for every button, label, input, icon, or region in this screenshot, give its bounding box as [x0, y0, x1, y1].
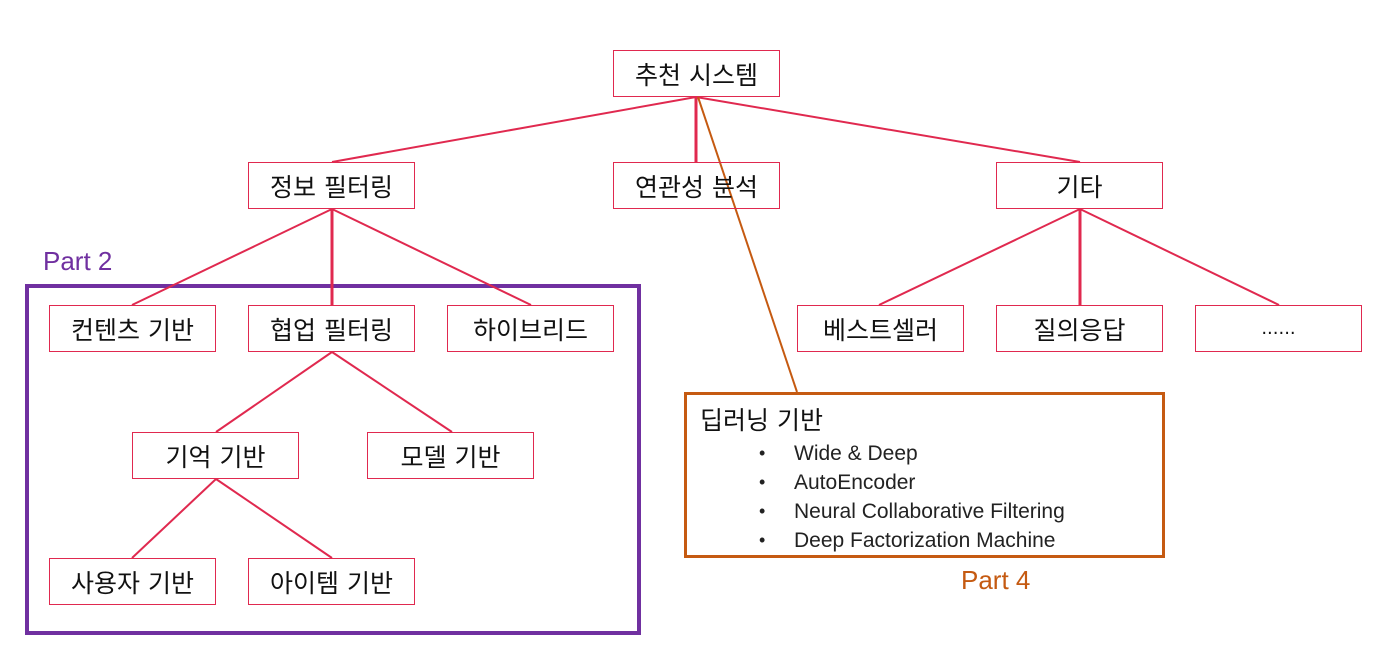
node-hybrid: 하이브리드 — [447, 305, 614, 352]
connector-root-info — [331, 96, 697, 163]
node-qa: 질의응답 — [996, 305, 1163, 352]
list-item-label: Wide & Deep — [794, 442, 918, 465]
list-item: • AutoEncoder — [759, 468, 1065, 497]
node-root: 추천 시스템 — [613, 50, 780, 97]
list-item-label: AutoEncoder — [794, 471, 916, 494]
node-model-based: 모델 기반 — [367, 432, 534, 479]
connector-info-content — [131, 208, 333, 306]
connector-memory-item — [215, 478, 333, 559]
deep-learning-box: 딥러닝 기반 • Wide & Deep • AutoEncoder • Neural… — [684, 392, 1165, 558]
bullet-icon: • — [759, 530, 766, 550]
connector-root-deeplearning — [697, 96, 798, 393]
connector-memory-user — [131, 478, 217, 559]
node-memory-based: 기억 기반 — [132, 432, 299, 479]
part2-label: Part 2 — [43, 246, 113, 276]
connector-info-hybrid — [331, 208, 532, 306]
node-bestseller: 베스트셀러 — [797, 305, 964, 352]
bullet-icon: • — [759, 501, 766, 521]
node-association: 연관성 분석 — [613, 162, 780, 209]
node-content-based: 컨텐츠 기반 — [49, 305, 216, 352]
list-item: • Wide & Deep — [759, 439, 1065, 468]
bullet-icon: • — [759, 472, 766, 492]
connector-others-etc — [1079, 208, 1280, 306]
node-others: 기타 — [996, 162, 1163, 209]
node-item-based: 아이템 기반 — [248, 558, 415, 605]
list-item-label: Deep Factorization Machine — [794, 529, 1056, 552]
deep-learning-list: • Wide & Deep • AutoEncoder • Neural Collab… — [759, 439, 1065, 555]
list-item-label: Neural Collaborative Filtering — [794, 500, 1065, 523]
node-etc: ...... — [1195, 305, 1362, 352]
list-item: • Deep Factorization Machine — [759, 526, 1065, 555]
node-info-filtering: 정보 필터링 — [248, 162, 415, 209]
node-user-based: 사용자 기반 — [49, 558, 216, 605]
connector-collab-memory — [215, 351, 333, 433]
list-item: • Neural Collaborative Filtering — [759, 497, 1065, 526]
node-collaborative: 협업 필터링 — [248, 305, 415, 352]
connector-root-others — [695, 96, 1081, 163]
deep-learning-title: 딥러닝 기반 — [700, 406, 823, 435]
part4-label: Part 4 — [961, 565, 1031, 595]
connector-others-bestseller — [878, 208, 1081, 306]
bullet-icon: • — [759, 443, 766, 463]
connector-collab-model — [331, 351, 453, 433]
